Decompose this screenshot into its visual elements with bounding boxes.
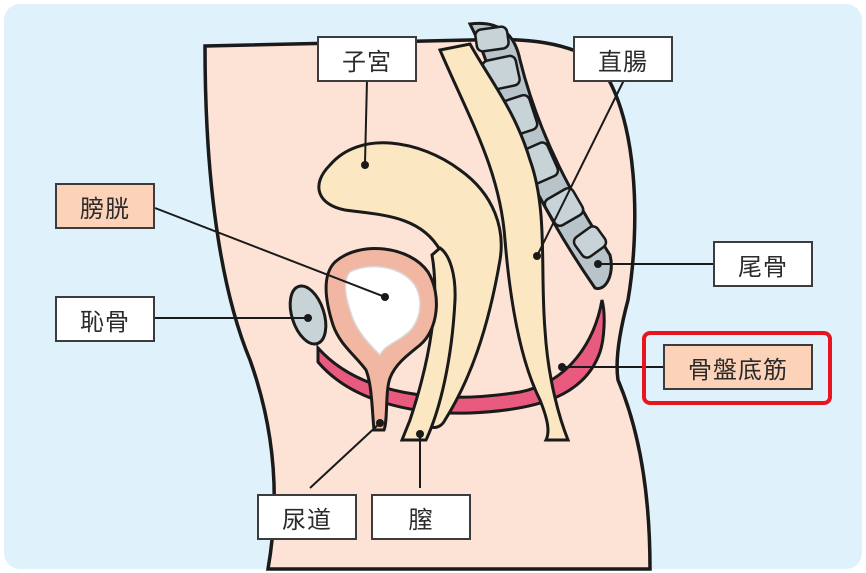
highlight-box xyxy=(642,331,832,405)
leader-line-bladder xyxy=(154,207,386,298)
leader-line-uterus xyxy=(364,79,368,164)
leader-line-rectum xyxy=(536,79,625,257)
leader-dot-vagina xyxy=(416,430,424,438)
leader-dots xyxy=(304,161,602,438)
label-rectum: 直腸 xyxy=(573,36,673,82)
leader-dot-coccyx xyxy=(594,260,602,268)
leader-lines xyxy=(153,79,713,489)
leader-dot-pubic-bone xyxy=(304,314,312,322)
leader-dot-pelvic-floor xyxy=(558,363,566,371)
vertebra xyxy=(572,225,608,259)
uterus-organ xyxy=(317,141,503,429)
leader-dot-rectum xyxy=(533,252,541,260)
label-uterus: 子宮 xyxy=(317,36,417,82)
vertebra xyxy=(474,25,510,53)
label-coccyx: 尾骨 xyxy=(713,241,813,287)
leader-dot-uterus xyxy=(361,161,369,169)
leader-dot-bladder xyxy=(381,293,389,301)
label-urethra: 尿道 xyxy=(257,494,357,540)
label-bladder: 膀胱 xyxy=(55,183,155,229)
leader-line-urethra xyxy=(309,422,381,489)
label-vagina: 膣 xyxy=(371,494,471,540)
rectum-organ xyxy=(437,42,571,442)
leader-dot-urethra xyxy=(376,419,384,427)
label-pubic-bone: 恥骨 xyxy=(55,296,155,342)
vertebra xyxy=(543,186,585,228)
label-pelvic-floor: 骨盤底筋 xyxy=(663,344,813,390)
